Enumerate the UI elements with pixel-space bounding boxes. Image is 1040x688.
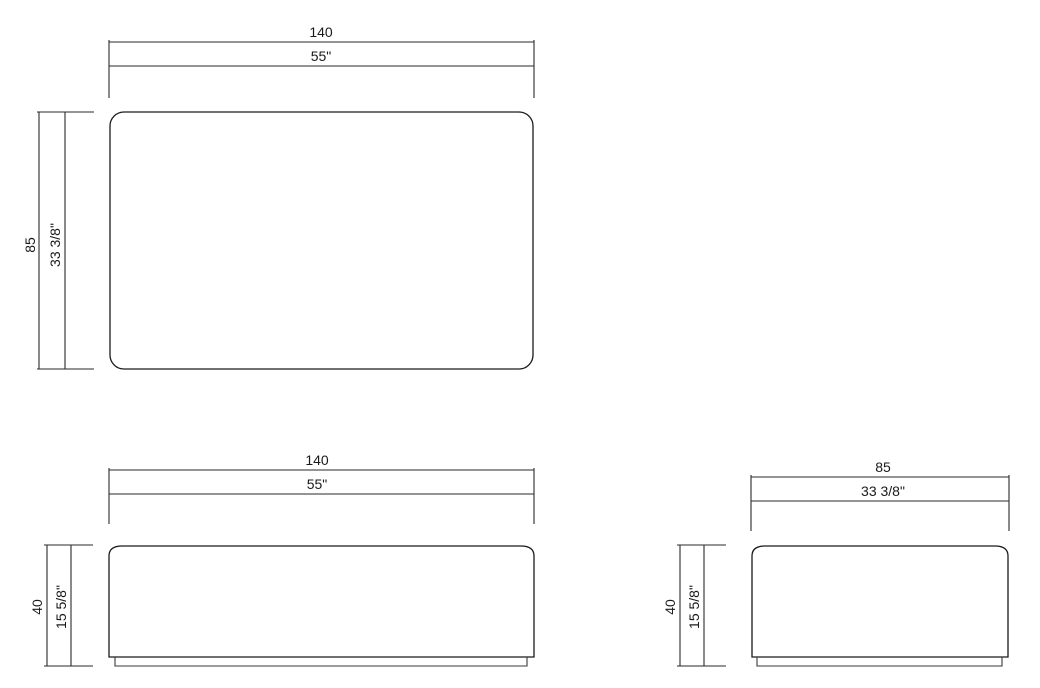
top-view-width-cm: 140	[309, 24, 333, 40]
front-view-width-dimension: 140 55"	[108, 452, 535, 524]
side-view-depth-in: 33 3/8"	[861, 483, 905, 499]
front-view-height-cm: 40	[29, 599, 45, 615]
top-view-outline	[109, 111, 534, 370]
side-view-depth-cm: 85	[875, 459, 891, 475]
top-view: 140 55" 85 33 3/8"	[22, 24, 535, 370]
top-view-width-dimension: 140 55"	[108, 24, 535, 98]
side-view: 85 33 3/8" 40 15 5/8"	[662, 459, 1010, 667]
top-view-depth-cm: 85	[22, 237, 38, 253]
top-view-depth-dimension: 85 33 3/8"	[22, 111, 94, 370]
front-view-base	[114, 657, 528, 667]
front-view-width-in: 55"	[307, 476, 328, 492]
side-view-height-in: 15 5/8"	[686, 585, 702, 629]
side-view-height-cm: 40	[662, 599, 678, 615]
side-view-cushion-outline	[751, 545, 1009, 658]
top-view-width-in: 55"	[311, 48, 332, 64]
front-view-cushion-outline	[108, 545, 535, 658]
front-view-height-dimension: 40 15 5/8"	[29, 544, 93, 667]
front-view-width-cm: 140	[305, 452, 329, 468]
side-view-height-dimension: 40 15 5/8"	[662, 544, 726, 667]
top-view-depth-in: 33 3/8"	[47, 223, 63, 267]
front-view: 140 55" 40 15 5/8"	[29, 452, 535, 667]
side-view-depth-dimension: 85 33 3/8"	[750, 459, 1010, 531]
front-view-height-in: 15 5/8"	[53, 585, 69, 629]
side-view-base	[756, 657, 1003, 667]
